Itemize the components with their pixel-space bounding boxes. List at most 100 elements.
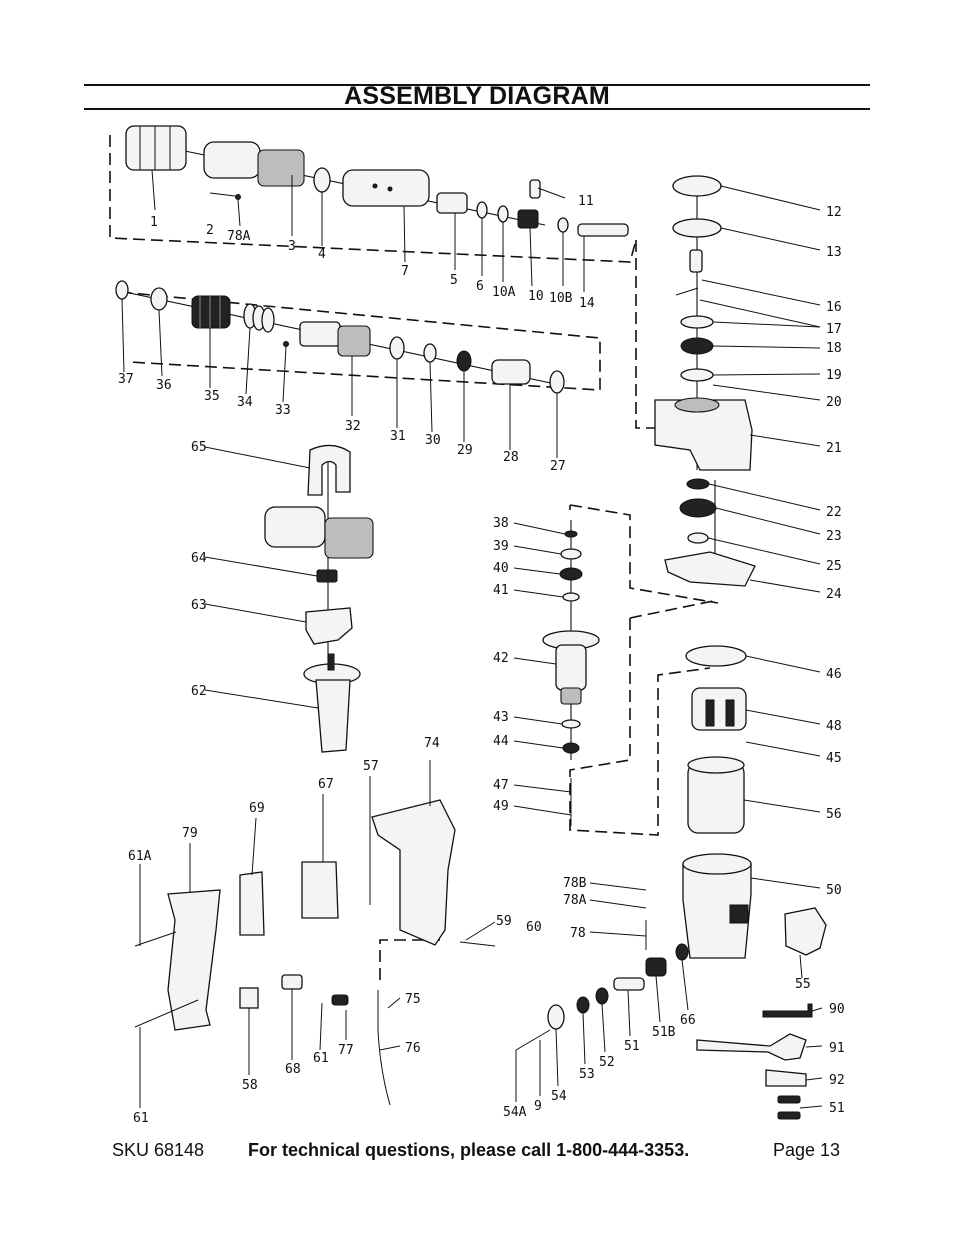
part-label: 63	[191, 598, 207, 613]
part-label: 49	[493, 799, 509, 814]
part-68	[281, 974, 303, 990]
part-label: 57	[363, 759, 379, 774]
bearing-44	[562, 742, 580, 754]
bearing-40	[559, 567, 583, 581]
part-label: 12	[826, 205, 842, 220]
part-label: 25	[826, 559, 842, 574]
capacitor-58	[239, 987, 259, 1009]
part-label: 23	[826, 529, 842, 544]
part-label: 90	[829, 1002, 845, 1017]
page-number: Page 13	[773, 1140, 841, 1160]
cap-66	[675, 943, 689, 961]
part-label: 35	[204, 389, 220, 404]
cylinder-7	[342, 169, 430, 207]
part-label: 69	[249, 801, 265, 816]
part-label: 37	[118, 372, 134, 387]
part-label: 50	[826, 883, 842, 898]
part-label: 7	[401, 264, 409, 279]
ring-39	[560, 548, 582, 560]
washer-38	[564, 530, 578, 538]
rod-14	[577, 223, 629, 237]
ring-10a	[497, 205, 509, 223]
part-label: 32	[345, 419, 361, 434]
part-label: 30	[425, 433, 441, 448]
clip-37	[115, 280, 129, 300]
part-label: 61	[313, 1051, 329, 1066]
part-label: 47	[493, 778, 509, 793]
chuck-body	[203, 141, 305, 187]
part-label: 78B	[563, 876, 587, 891]
screw-2	[209, 192, 241, 200]
lever-16	[675, 249, 703, 296]
part-label: 43	[493, 710, 509, 725]
part-label: 27	[550, 459, 566, 474]
plate-54	[547, 1004, 565, 1030]
part-label: 54	[551, 1089, 567, 1104]
bearing-22	[686, 478, 710, 490]
part-label: 92	[829, 1073, 845, 1088]
part-label: 77	[338, 1043, 354, 1058]
spring-34	[243, 303, 275, 333]
washer-27	[549, 370, 565, 394]
part-label: 58	[242, 1078, 258, 1093]
part-label: 19	[826, 368, 842, 383]
part-label: 6	[476, 279, 484, 294]
part-label: 62	[191, 684, 207, 699]
screw-60	[459, 941, 496, 947]
part-label: 14	[579, 296, 595, 311]
part-label: 74	[424, 736, 440, 751]
title-rule-top	[84, 84, 870, 86]
tech-support-line: For technical questions, please call 1-8…	[248, 1140, 690, 1160]
bearing-18	[680, 337, 714, 355]
part-label: 91	[829, 1041, 845, 1056]
part-label: 64	[191, 551, 207, 566]
part-label: 59	[496, 914, 512, 929]
grip-62	[303, 653, 361, 753]
spring-35	[191, 295, 231, 329]
screw-54a	[515, 1029, 551, 1051]
part-label: 66	[680, 1013, 696, 1028]
plate-67	[301, 861, 339, 919]
part-label: 53	[579, 1067, 595, 1082]
cap-12	[672, 175, 722, 197]
handle-74	[371, 799, 456, 946]
part-label: 10B	[549, 291, 573, 306]
bearing-29	[456, 350, 472, 372]
ring-30	[423, 343, 437, 363]
handle-sleeve	[264, 506, 374, 559]
part-label: 61	[133, 1111, 149, 1126]
screw-61	[134, 999, 199, 1028]
title-rule-bottom	[84, 108, 870, 110]
part-label: 10	[528, 289, 544, 304]
part-label: 78	[570, 926, 586, 941]
brush-holder-51b	[645, 957, 667, 977]
gear-housing-21	[654, 397, 753, 471]
part-label: 48	[826, 719, 842, 734]
washer-52	[595, 987, 609, 1005]
nut-64	[316, 569, 338, 583]
part-label: 75	[405, 992, 421, 1007]
sleeve-28	[491, 359, 531, 385]
part-label: 24	[826, 587, 842, 602]
part-label: 45	[826, 751, 842, 766]
part-label: 28	[503, 450, 519, 465]
part-label: 56	[826, 807, 842, 822]
chuck-sleeve	[125, 125, 187, 171]
hex-key-90	[762, 1003, 813, 1018]
part-labels: 1 2 78A 3 4 7 5 6 10A 11 10 10B 14 12 13…	[118, 194, 845, 1126]
part-label: 21	[826, 441, 842, 456]
part-label: 76	[405, 1041, 421, 1056]
part-label: 44	[493, 734, 509, 749]
tool-holder-32	[299, 321, 371, 357]
part-label: 13	[826, 245, 842, 260]
part-label: 10A	[492, 285, 516, 300]
washer-41	[562, 592, 580, 602]
part-label: 4	[318, 247, 326, 262]
part-label: 9	[534, 1099, 542, 1114]
plate-24	[664, 551, 756, 587]
part-label: 68	[285, 1062, 301, 1077]
part-label: 79	[182, 826, 198, 841]
switch-69	[239, 871, 265, 936]
part-label: 3	[288, 239, 296, 254]
